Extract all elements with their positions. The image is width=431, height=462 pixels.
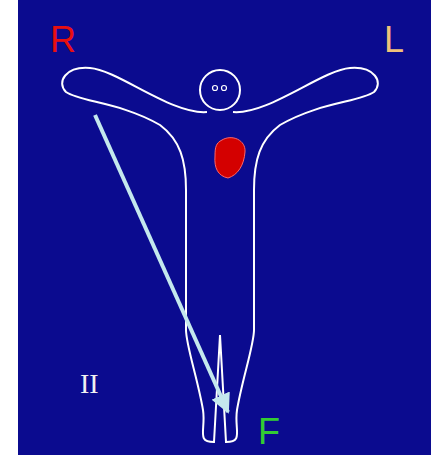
eye xyxy=(222,86,227,91)
lead-label: II xyxy=(80,370,99,398)
head xyxy=(200,70,240,110)
electrode-label: L xyxy=(384,22,404,58)
body-outline xyxy=(62,68,378,442)
heart xyxy=(215,138,245,178)
background xyxy=(18,0,431,455)
electrode-label: F xyxy=(258,414,280,450)
lead-ii-arrow xyxy=(95,115,228,412)
electrode-label: R xyxy=(50,22,76,58)
eye xyxy=(213,86,218,91)
